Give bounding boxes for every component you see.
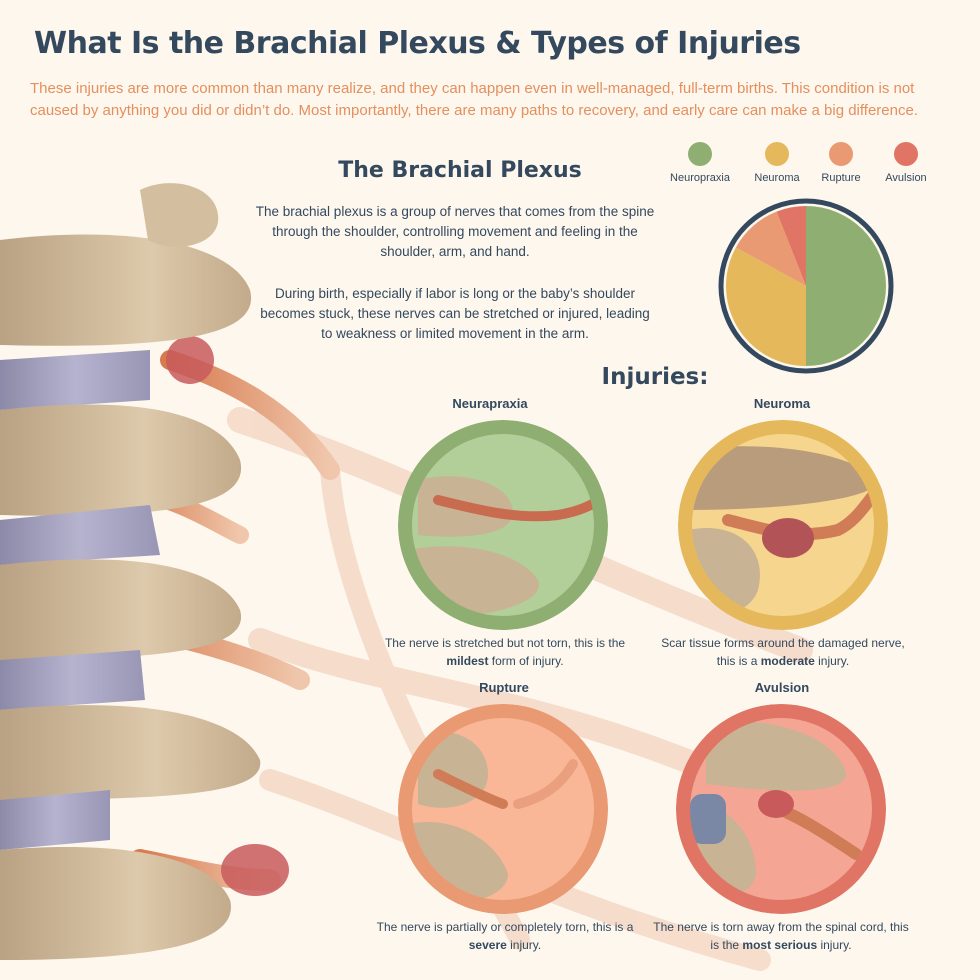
desc-emphasis: mildest xyxy=(446,654,489,668)
intro-text: These injuries are more common than many… xyxy=(30,80,918,119)
legend-item-rupture: Rupture xyxy=(801,142,881,184)
legend-label: Rupture xyxy=(821,172,861,184)
injuries-heading: Injuries: xyxy=(601,364,709,390)
desc-text: injury. xyxy=(814,654,850,668)
section-title: The Brachial Plexus xyxy=(338,158,582,183)
legend-label: Avulsion xyxy=(885,172,927,184)
legend-label: Neuroma xyxy=(754,172,800,184)
desc-emphasis: most serious xyxy=(742,938,818,952)
pie-outline xyxy=(718,198,894,374)
injury-label-rupture: Rupture xyxy=(479,680,529,695)
legend-dot xyxy=(688,142,712,166)
injury-label-neuroma: Neuroma xyxy=(753,396,811,411)
injury-label-avulsion: Avulsion xyxy=(754,680,810,695)
pie-slice-neuroma xyxy=(726,247,806,366)
pie-slice-rupture xyxy=(735,211,806,286)
neuroma-illustration xyxy=(678,420,888,630)
desc-text: The nerve is torn away from the spinal c… xyxy=(653,920,909,952)
legend-item-neuropraxia: Neuropraxia xyxy=(660,142,740,184)
injury-pie-chart xyxy=(718,198,894,374)
description-paragraph-1: The brachial plexus is a group of nerves… xyxy=(255,204,655,259)
legend-item-neuroma: Neuroma xyxy=(737,142,817,184)
page-title: What Is the Brachial Plexus & Types of I… xyxy=(34,26,801,61)
legend-label: Neuropraxia xyxy=(670,172,730,184)
legend-item-avulsion: Avulsion xyxy=(866,142,946,184)
description-paragraph-2: During birth, especially if labor is lon… xyxy=(260,286,650,341)
legend-dot xyxy=(765,142,789,166)
rupture-illustration xyxy=(398,704,608,914)
desc-emphasis: moderate xyxy=(760,654,815,668)
injury-desc-neurapraxia: The nerve is stretched but not torn, thi… xyxy=(375,634,635,670)
desc-text: Scar tissue forms around the damaged ner… xyxy=(661,636,905,668)
legend-dot xyxy=(829,142,853,166)
avulsion-illustration xyxy=(676,704,886,914)
desc-text: The nerve is stretched but not torn, thi… xyxy=(384,636,626,650)
desc-text: form of injury. xyxy=(488,654,564,668)
legend-dot xyxy=(894,142,918,166)
injury-desc-neuroma: Scar tissue forms around the damaged ner… xyxy=(653,634,913,670)
injury-desc-rupture: The nerve is partially or completely tor… xyxy=(375,918,635,954)
injury-desc-avulsion: The nerve is torn away from the spinal c… xyxy=(651,918,911,954)
desc-text: injury. xyxy=(506,938,542,952)
pie-slice-avulsion xyxy=(776,206,806,286)
desc-text: injury. xyxy=(817,938,852,952)
pie-slice-neuropraxia xyxy=(806,206,886,366)
desc-emphasis: severe xyxy=(468,938,507,952)
neurapraxia-illustration xyxy=(398,420,608,630)
injury-label-neurapraxia: Neurapraxia xyxy=(452,396,528,411)
desc-text: The nerve is partially or completely tor… xyxy=(376,920,634,934)
